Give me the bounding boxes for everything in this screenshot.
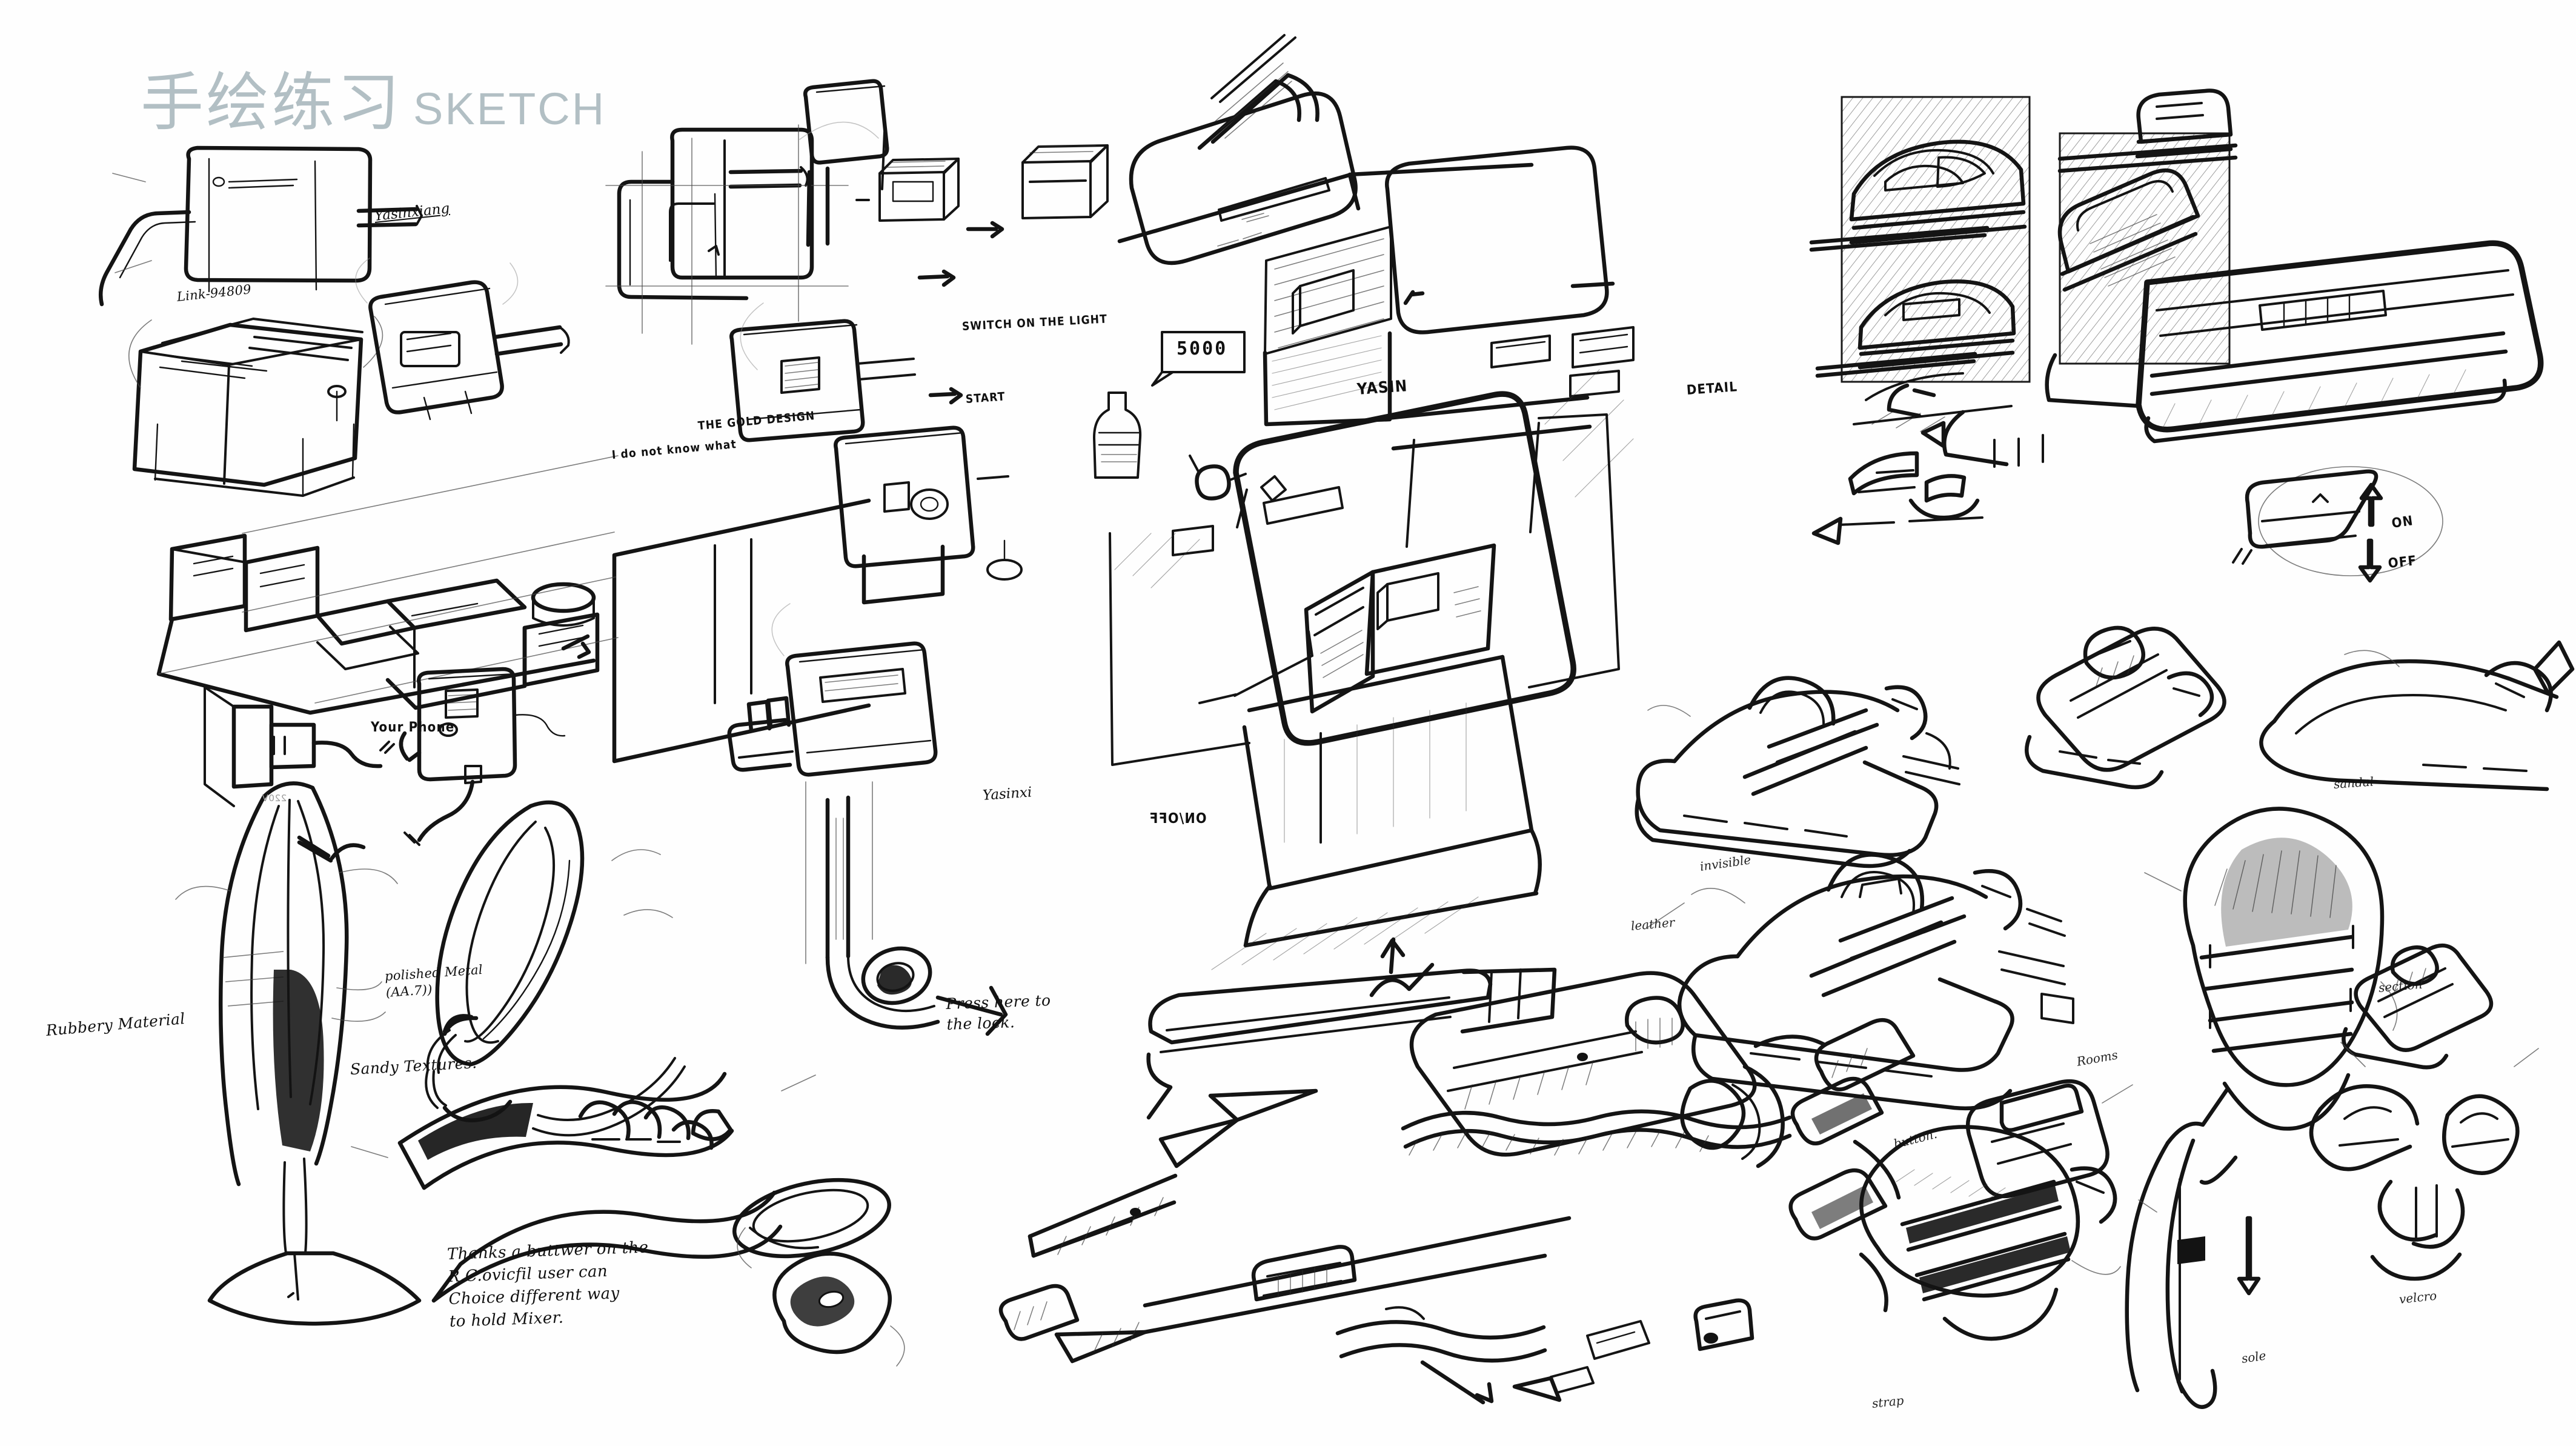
- sketch-strap-study: [2125, 1087, 2261, 1409]
- sketch-box-cutter-second: [1054, 1216, 1754, 1405]
- sketch-stapler-large: [1887, 88, 2544, 468]
- sketch-adapter-elevation: [605, 79, 916, 442]
- sketch-hand-holding: [351, 1071, 816, 1303]
- sketch-phone-charging: [204, 634, 591, 863]
- sketch-printer-perspective: [1117, 34, 1635, 548]
- sketch-sneaker-lower: [1647, 853, 2074, 1111]
- sketch-sneaker-upper: [1635, 676, 1960, 868]
- sketch-iron-pair: [1809, 96, 2031, 545]
- sketch-toaster-small: [128, 316, 383, 497]
- sketch-plug-prongs: [727, 603, 938, 777]
- sketch-blade-form: [425, 800, 686, 1137]
- sketch-mixer-thumb: [732, 1178, 905, 1367]
- sketch-onoff-detail: [2232, 466, 2443, 583]
- sketch-charger-cube: [355, 258, 570, 421]
- sketch-sandal-detail-a: [2309, 943, 2539, 1281]
- sketch-goblet-feather: [175, 781, 422, 1326]
- sketch-sandal-perspective: [1788, 1018, 2133, 1341]
- sketch-box-cutter-main: [1027, 937, 1827, 1258]
- sketch-flipflop-side: [2259, 640, 2575, 791]
- sketch-wall-outlet-scene: [156, 425, 1023, 764]
- sketch-grip-detail: [805, 781, 1008, 1036]
- sketch-bottle-thumb: [1093, 391, 1142, 479]
- sketch-sandal-strap: [2025, 625, 2226, 790]
- sketch-power-adapter-front: [99, 145, 423, 307]
- sketch-background-hatch-centre: [1109, 369, 1634, 766]
- sketch-printer-front: [1198, 391, 1576, 970]
- sketch-misc-thumbs: [998, 1284, 1650, 1394]
- sketch-plug-thumbnails: [855, 144, 1109, 405]
- sketch-sandal-top: [2144, 807, 2398, 1131]
